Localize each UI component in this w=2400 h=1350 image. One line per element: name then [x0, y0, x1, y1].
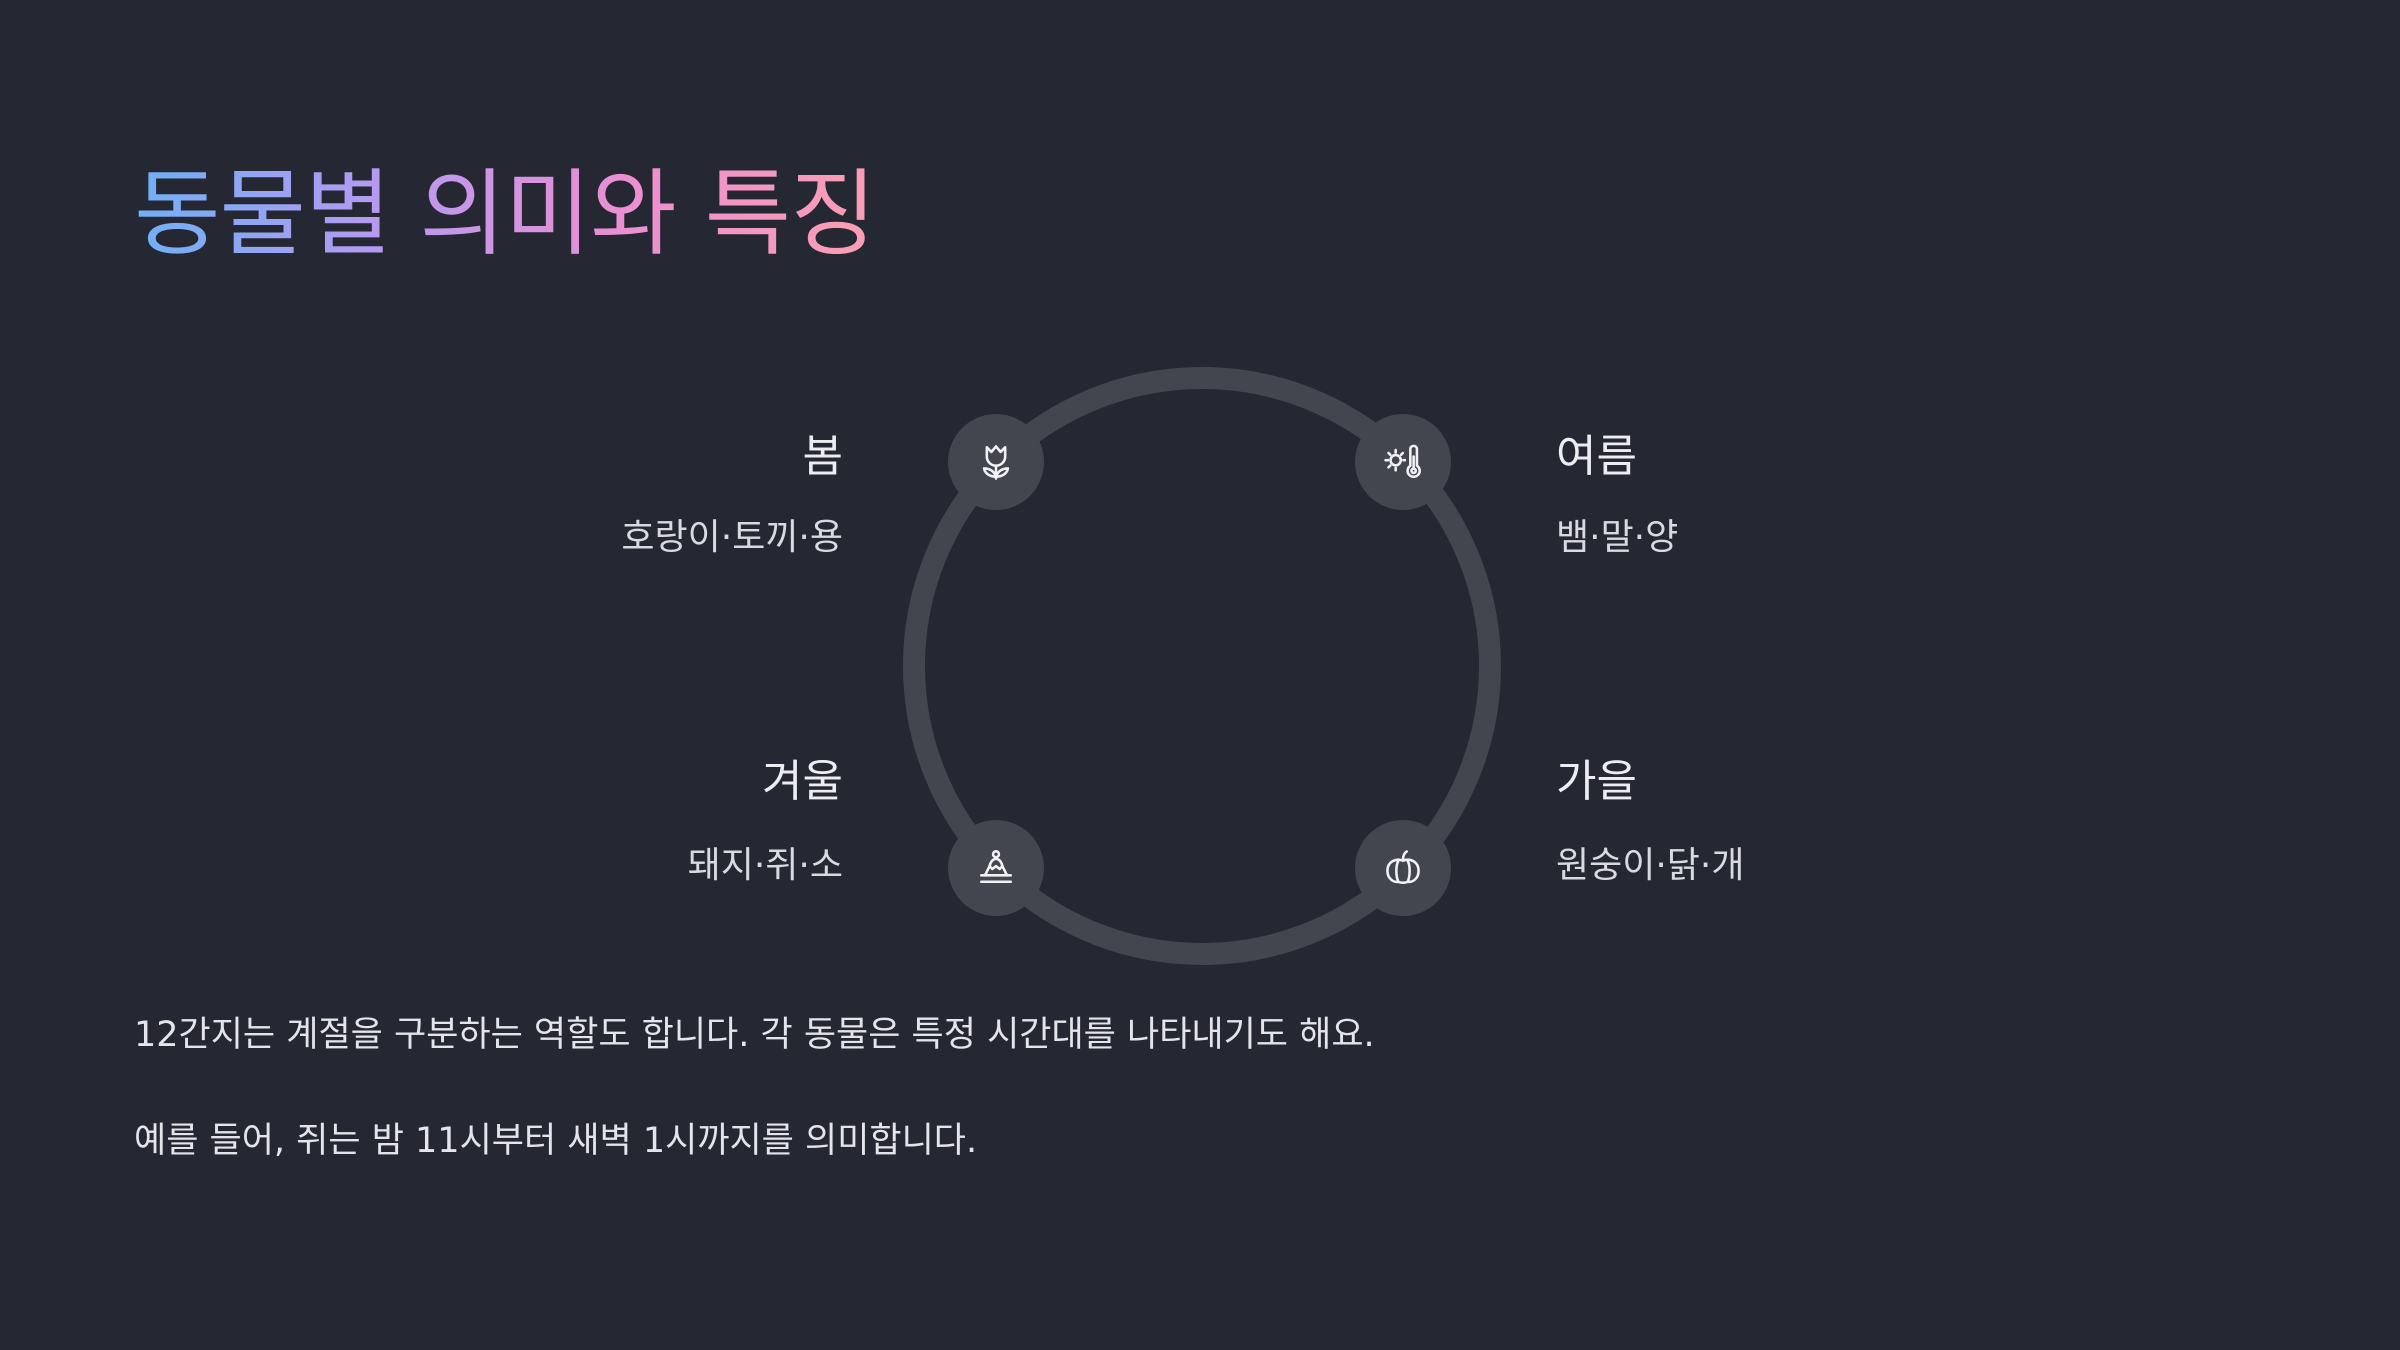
summer-animals: 뱀·말·양 — [1556, 517, 1679, 558]
autumn-label: 가을 — [1556, 756, 1637, 807]
sun-thermometer-icon — [1384, 444, 1421, 479]
spring-label: 봄 — [802, 431, 843, 482]
winter-animals: 돼지·쥐·소 — [687, 845, 843, 886]
season-cycle-ring — [903, 367, 1501, 965]
spring-node — [948, 414, 1044, 510]
pumpkin-icon — [1386, 850, 1420, 884]
winter-node — [948, 820, 1044, 916]
tulip-icon — [982, 445, 1010, 480]
autumn-animals: 원숭이·닭·개 — [1556, 845, 1745, 886]
summer-node — [1355, 414, 1451, 510]
description-paragraph: 12간지는 계절을 구분하는 역할도 합니다. 각 동물은 특정 시간대를 나타… — [134, 1015, 1375, 1055]
snow-mountain-icon — [980, 850, 1012, 884]
autumn-node — [1355, 820, 1451, 916]
spring-animals: 호랑이·토끼·용 — [621, 517, 843, 558]
page-title: 동물별 의미와 특징 — [134, 160, 877, 269]
winter-label: 겨울 — [762, 756, 843, 807]
summer-label: 여름 — [1556, 431, 1637, 482]
example-paragraph: 예를 들어, 쥐는 밤 11시부터 새벽 1시까지를 의미합니다. — [134, 1121, 978, 1161]
